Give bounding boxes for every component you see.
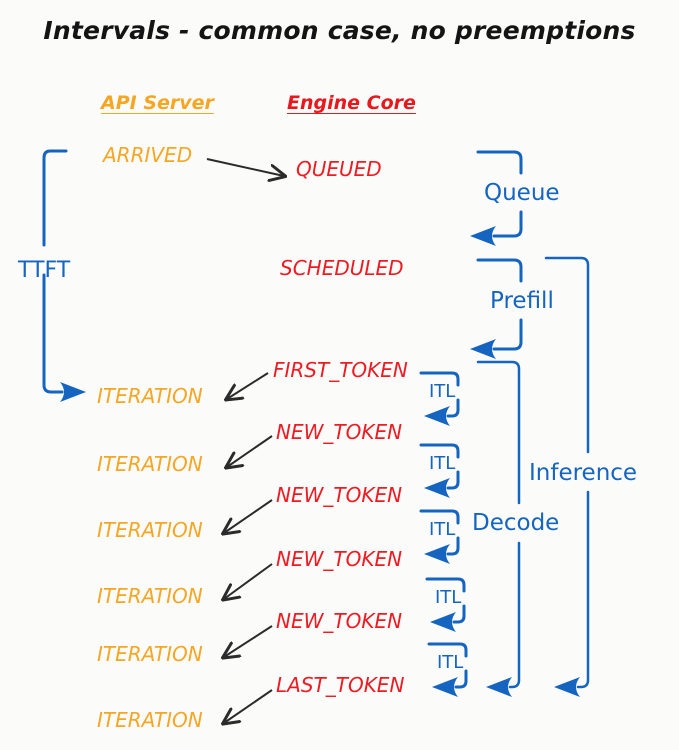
arrow-first-token-to-iteration <box>227 372 269 399</box>
column-header-engine-core: Engine Core <box>287 92 416 114</box>
arrow-last-token-to-iteration <box>224 689 273 723</box>
state-first-token: FIRST_TOKEN <box>273 358 408 382</box>
interval-label-itl-5: ITL <box>437 652 464 673</box>
arrow-new-token-4-to-iteration <box>224 625 273 657</box>
interval-label-decode: Decode <box>472 510 560 536</box>
interval-label-prefill: Prefill <box>490 288 554 314</box>
state-new-token-2: NEW_TOKEN <box>276 483 403 507</box>
arrow-arrived-to-queued <box>206 158 284 176</box>
arrow-new-token-2-to-iteration <box>224 499 273 533</box>
arrow-new-token-1-to-iteration <box>227 435 273 467</box>
state-iteration-2: ITERATION <box>97 452 203 476</box>
interval-label-ttft: TTFT <box>18 258 71 283</box>
state-iteration-1: ITERATION <box>97 384 203 408</box>
interval-label-itl-4: ITL <box>435 587 462 608</box>
column-header-api-server: API Server <box>101 92 214 114</box>
state-iteration-3: ITERATION <box>97 518 203 542</box>
interval-label-inference: Inference <box>529 460 638 486</box>
state-iteration-5: ITERATION <box>97 642 203 666</box>
interval-label-itl-2: ITL <box>429 453 456 474</box>
state-iteration-6: ITERATION <box>97 708 203 732</box>
state-new-token-3: NEW_TOKEN <box>276 547 403 571</box>
state-new-token-1: NEW_TOKEN <box>276 420 403 444</box>
interval-label-itl-1: ITL <box>429 381 456 402</box>
arrow-new-token-3-to-iteration <box>224 563 273 599</box>
state-scheduled: SCHEDULED <box>280 256 404 280</box>
interval-label-itl-3: ITL <box>429 519 456 540</box>
state-queued: QUEUED <box>296 157 382 181</box>
state-last-token: LAST_TOKEN <box>276 673 405 697</box>
state-iteration-4: ITERATION <box>97 584 203 608</box>
interval-label-queue: Queue <box>484 180 560 206</box>
state-arrived: ARRIVED <box>103 143 193 167</box>
state-new-token-4: NEW_TOKEN <box>276 609 403 633</box>
page-title: Intervals - common case, no preemptions <box>43 16 636 45</box>
